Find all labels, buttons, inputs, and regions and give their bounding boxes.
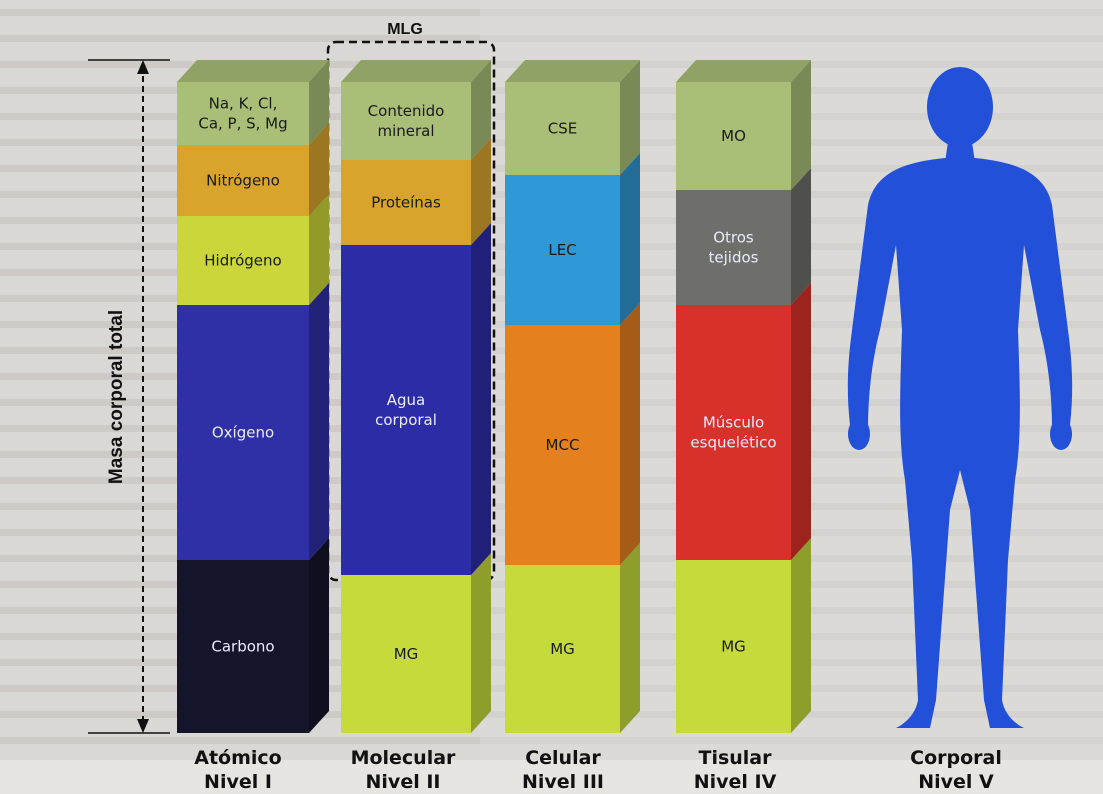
level-labels: Atómico Nivel I Molecular Nivel II Celul… (194, 747, 1002, 793)
compartment-block: Carbono (177, 538, 329, 733)
compartment-label: Agua (387, 391, 425, 409)
compartment-label: Ca, P, S, Mg (198, 115, 287, 133)
level-number-3: Nivel III (522, 771, 604, 793)
compartment-block: MG (676, 538, 811, 733)
compartment-block: MG (505, 543, 640, 733)
compartment-label: Músculo (703, 414, 764, 432)
compartment-label: Contenido (368, 102, 445, 120)
level-name-3: Celular (525, 747, 601, 769)
column-3: MG MCC LEC CSE (505, 60, 640, 733)
compartment-label: MG (550, 640, 575, 658)
mlg-label: MLG (387, 21, 423, 38)
compartment-label: Hidrógeno (204, 252, 281, 270)
compartment-block: Agua corporal (341, 223, 491, 575)
compartment-label: LEC (548, 241, 576, 259)
compartment-block: LEC (505, 153, 640, 325)
total-mass-arrow: Masa corporal total (88, 60, 170, 733)
level-number-4: Nivel IV (694, 771, 777, 793)
compartment-label: corporal (375, 411, 437, 429)
level-name-1: Atómico (194, 747, 281, 769)
y-axis-label: Masa corporal total (106, 310, 127, 484)
column-4: MG Músculo esquelético Otros tejidos MO (676, 60, 811, 733)
compartment-label: MG (394, 645, 419, 663)
column-2: MG Agua corporal Proteínas Contenido mineral (341, 60, 491, 733)
compartment-block: CSE (505, 60, 640, 175)
compartment-block: MCC (505, 303, 640, 565)
compartment-block: Músculo esquelético (676, 283, 811, 560)
level-name-2: Molecular (351, 747, 456, 769)
compartment-label: CSE (548, 120, 577, 138)
compartment-label: Proteínas (371, 194, 441, 212)
compartment-label: MCC (546, 436, 580, 454)
level-name-5: Corporal (910, 747, 1002, 769)
column-1: Carbono Oxígeno Hidrógeno Nitrógeno Na, K, C… (177, 60, 329, 733)
compartment-label: Otros (713, 229, 754, 247)
compartment-label: mineral (377, 122, 434, 140)
compartment-label: MO (721, 127, 746, 145)
level-name-4: Tisular (698, 747, 772, 769)
compartment-label: Oxígeno (212, 424, 274, 442)
level-number-1: Nivel I (204, 771, 272, 793)
level-number-5: Nivel V (918, 771, 994, 793)
compartment-block: MG (341, 553, 491, 733)
compartment-block: MO (676, 60, 811, 190)
compartment-block: Na, K, Cl, Ca, P, S, Mg (177, 60, 329, 145)
compartment-label: tejidos (709, 249, 759, 267)
compartment-block: Contenido mineral (341, 60, 491, 160)
compartment-label: Nitrógeno (206, 172, 280, 190)
human-body-icon (848, 67, 1072, 728)
compartment-label: Na, K, Cl, (209, 95, 278, 113)
compartment-block: Oxígeno (177, 283, 329, 560)
compartment-label: MG (721, 638, 746, 656)
compartment-label: Carbono (211, 638, 274, 656)
level-number-2: Nivel II (366, 771, 441, 793)
compartment-label: esquelético (690, 434, 776, 452)
